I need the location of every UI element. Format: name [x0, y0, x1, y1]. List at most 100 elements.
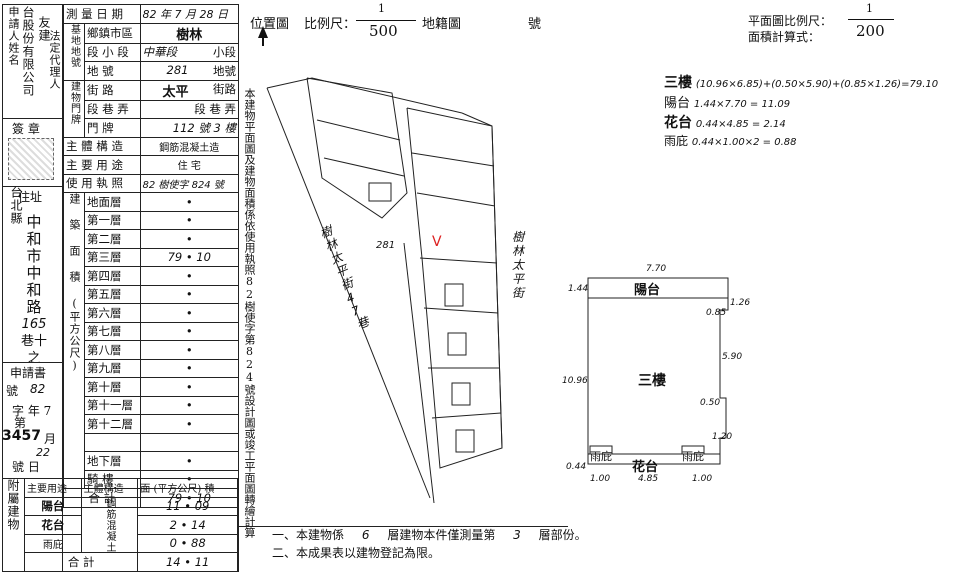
- annex-total-label: 合 計: [23, 552, 139, 572]
- stair-4: [451, 382, 471, 406]
- floor-row: 第十一層•: [64, 395, 239, 415]
- calc-list: 三樓 (10.96×6.85)+(0.50×5.90)+(0.85×1.26)=…: [664, 72, 956, 152]
- survey-form-table: 測 量 日 期 82 年 7 月 28 日 基地地號 鄉鎮市區 樹林 段 小 段…: [63, 4, 239, 508]
- application-year: 82: [30, 382, 46, 396]
- calc-row-1: 三樓 (10.96×6.85)+(0.50×5.90)+(0.85×1.26)=…: [664, 72, 956, 92]
- floor-plan-drawing: [587, 277, 729, 465]
- building-west: [306, 77, 408, 219]
- floor-name: [84, 432, 141, 452]
- floor-div-6: [431, 412, 502, 419]
- cadastral-label: 地籍圖: [422, 17, 462, 32]
- location-scale-line: [356, 20, 416, 21]
- calc-formula-2: 1.44×7.70 = 11.09: [693, 99, 791, 110]
- note-divider-left: [238, 526, 568, 527]
- room-canopy-right: 雨庇: [682, 450, 704, 463]
- floor-area: •: [139, 192, 239, 212]
- annex-area-2: 2 • 14: [137, 515, 238, 535]
- annex-col-area: 面 (平方公尺) 積: [137, 478, 238, 498]
- structure-value: 鋼筋混凝土造: [139, 136, 239, 156]
- lot-suffix: 地號: [213, 63, 236, 78]
- dim-top: 7.70: [646, 264, 667, 274]
- section-suffix: 小段: [213, 45, 236, 60]
- license-label: 使 用 執 照: [63, 173, 141, 193]
- area-group-label: 建 築 面 積 (平方公尺): [63, 192, 85, 489]
- calc-formula-1: (10.96×6.85)+(0.50×5.90)+(0.85×1.26)=79.…: [695, 79, 939, 90]
- plan-scale-label: 平面圖比例尺：: [748, 14, 833, 28]
- floor-row: 第九層•: [64, 358, 239, 378]
- floor-row: [64, 432, 239, 452]
- applicant-label: 申請人姓名: [7, 6, 20, 66]
- location-scale-num: 1: [378, 2, 385, 15]
- license-value: 82 樹使字 824 號: [139, 173, 239, 193]
- floor-row: 第四層•: [64, 266, 239, 286]
- floor-row: 第六層•: [64, 303, 239, 323]
- floor-name: 地面層: [84, 192, 141, 212]
- legal-rep-label: 法定代理人: [48, 30, 61, 90]
- calc-row-3: 花台 0.44×4.85 = 2.14: [664, 112, 956, 132]
- plan-scale-den: 200: [856, 22, 885, 40]
- address-lines: 中 和 市 中 和 路 165 巷十 之: [14, 214, 54, 367]
- stair-3: [447, 332, 467, 356]
- floor-name: 第二層: [84, 229, 141, 249]
- dim-b1: 1.00: [590, 474, 611, 484]
- street-name: 太平: [162, 84, 189, 100]
- stair-1: [368, 182, 392, 202]
- application-word: 第: [14, 416, 27, 430]
- calc-formula-3: 0.44×4.85 = 2.14: [695, 119, 786, 130]
- address-divider: [2, 186, 63, 187]
- floor-row: 第八層•: [64, 340, 239, 360]
- use-label: 主 要 用 途: [63, 155, 141, 175]
- floor-area: •: [139, 321, 239, 341]
- section-label: 段 小 段: [84, 42, 141, 62]
- plan-scale-line: [848, 19, 894, 20]
- calc-name-3: 花台: [664, 115, 692, 131]
- survey-date-label: 測 量 日 期: [63, 4, 141, 24]
- lot-edge-left: [403, 242, 435, 504]
- footnote-2: 二、本成果表以建物登記為限。: [272, 546, 441, 560]
- floor-name: 第四層: [84, 266, 141, 286]
- annex-use-3: 雨庇: [24, 533, 82, 553]
- location-scale-den: 500: [369, 22, 398, 40]
- township-label: 鄉鎮市區: [84, 22, 141, 44]
- floor-area: [139, 432, 239, 452]
- dim-right-d: 1.20: [712, 432, 733, 442]
- floor-row: 第七層•: [64, 321, 239, 341]
- floor-name: 第十層: [84, 377, 141, 397]
- floor-row: 第十二層•: [64, 414, 239, 434]
- annex-use-1: 陽台: [24, 496, 82, 516]
- dim-right-b: 5.90: [722, 352, 743, 362]
- vertical-note: 本建物平面圖及建物面積係依使用執照82樹使字第824號設計圖或竣工平面圖轉繪計算: [243, 88, 256, 538]
- floor-name: 第十二層: [84, 414, 141, 434]
- dim-bottom-left: 0.44: [566, 462, 587, 472]
- floor-area: •: [139, 395, 239, 415]
- room-main: 三樓: [638, 373, 666, 389]
- lot-value: 281 地號: [139, 61, 239, 81]
- dim-b3: 1.00: [692, 474, 713, 484]
- floor-name: 第三層: [84, 247, 141, 267]
- floor-area: •: [139, 266, 239, 286]
- location-scale-label: 比例尺：: [304, 17, 357, 32]
- sign-divider: [2, 118, 63, 119]
- lane-label: 段 巷 弄: [84, 99, 141, 119]
- annex-title: 附屬建物: [2, 478, 25, 572]
- annex-col-use: 主要用途: [24, 478, 82, 498]
- door-value: 112 號 3 樓: [139, 118, 239, 138]
- note1-suffix: 層部份。: [538, 528, 587, 542]
- floor-name: 第九層: [84, 358, 141, 378]
- annex-area-3: 0 • 88: [137, 533, 238, 553]
- floor-div-3: [419, 257, 498, 264]
- address-char-5: 和: [26, 281, 42, 299]
- floor-area: •: [139, 358, 239, 378]
- survey-date-value: 82 年 7 月 28 日: [139, 4, 239, 24]
- note1-floors: 6: [361, 528, 370, 542]
- floor-row: 第一層•: [64, 210, 239, 230]
- road-boundary: [266, 77, 463, 114]
- building-door-label: 建物門牌: [63, 79, 85, 138]
- floor-area: •: [139, 229, 239, 249]
- map-divider-left: [238, 4, 239, 572]
- section-value: 中華段 小段: [139, 42, 239, 62]
- note1-prefix: 一、本建物係: [272, 528, 345, 542]
- dim-right-c: 0.50: [700, 398, 721, 408]
- north-arrow-stem: [262, 38, 264, 46]
